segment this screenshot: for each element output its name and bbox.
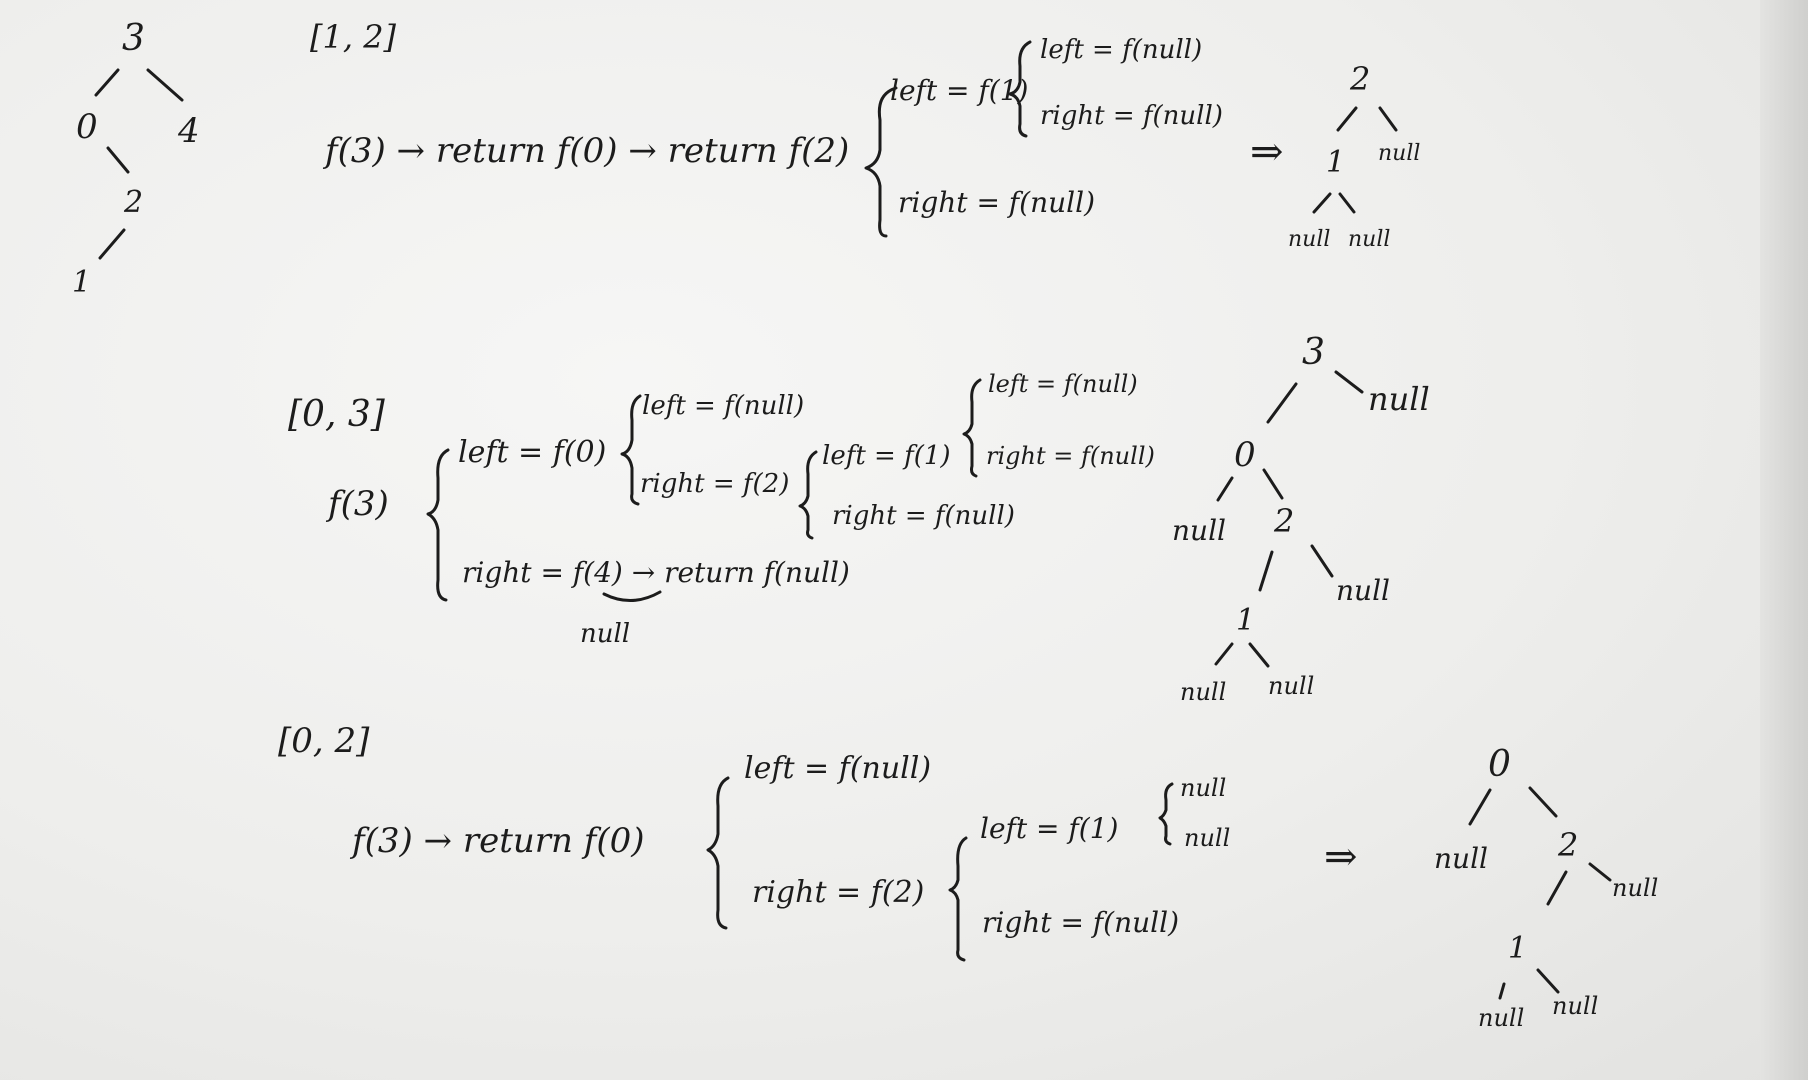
section-2: [0, 3] f(3) left = f(0) right = f(4) → r… bbox=[288, 332, 1430, 706]
right-assignment: right = f(null) bbox=[986, 442, 1155, 470]
range-label: [1, 2] bbox=[310, 18, 397, 56]
tree-node-0: 0 bbox=[76, 107, 98, 147]
tree-edge bbox=[1214, 642, 1234, 666]
tree-node-2: 2 bbox=[1349, 60, 1370, 98]
null-leaf: null bbox=[1172, 514, 1226, 547]
tree-edge bbox=[1378, 106, 1398, 132]
tree-edge bbox=[1266, 382, 1298, 424]
tree-edge bbox=[1336, 106, 1358, 132]
tree-edge bbox=[106, 146, 130, 174]
left-assignment: left = f(null) bbox=[744, 751, 931, 786]
tree-node-3: 3 bbox=[122, 18, 145, 59]
left-assignment: left = f(1) bbox=[822, 441, 951, 471]
brace bbox=[620, 394, 642, 506]
null-leaf: null bbox=[1378, 141, 1420, 166]
left-assignment: left = f(null) bbox=[642, 391, 804, 421]
tree-edge bbox=[1536, 968, 1560, 994]
tree-node-1: 1 bbox=[72, 265, 91, 300]
null-leaf: null bbox=[1336, 574, 1390, 607]
section-1: [1, 2] f(3) → return f(0) → return f(2) … bbox=[310, 18, 1420, 252]
tree-edge bbox=[1588, 862, 1612, 882]
brace bbox=[426, 448, 450, 602]
tree-edge bbox=[1258, 550, 1274, 592]
tree-node-0: 0 bbox=[1488, 744, 1511, 785]
section-3: [0, 2] f(3) → return f(0) left = f(null)… bbox=[278, 721, 1658, 1032]
tree-node-2: 2 bbox=[1557, 826, 1578, 864]
tree-node-2: 2 bbox=[123, 185, 143, 220]
right-assignment: right = f(null) bbox=[832, 501, 1015, 531]
range-label: [0, 2] bbox=[278, 721, 370, 761]
left-assignment: left = f(null) bbox=[988, 370, 1138, 398]
null-leaf: null bbox=[1180, 774, 1226, 802]
tree-edge bbox=[1338, 192, 1356, 214]
null-leaf: null bbox=[1552, 992, 1598, 1020]
tree-edge bbox=[1312, 192, 1332, 214]
null-note: null bbox=[580, 619, 630, 649]
tree-edge bbox=[94, 68, 120, 97]
call-chain: f(3) → return f(0) → return f(2) bbox=[322, 131, 849, 171]
tree-node-3: 3 bbox=[1302, 332, 1325, 373]
result-tree: 2 1 null null null bbox=[1288, 60, 1420, 252]
tree-edge bbox=[1248, 642, 1270, 668]
right-assignment: right = f(2) bbox=[752, 875, 924, 910]
brace bbox=[948, 836, 968, 962]
range-label: [0, 3] bbox=[288, 394, 386, 435]
function-call: f(3) bbox=[325, 484, 389, 524]
tree-node-0: 0 bbox=[1234, 435, 1256, 475]
implies-arrow: ⇒ bbox=[1250, 129, 1284, 175]
arrow-curve bbox=[602, 590, 662, 602]
right-assignment: right = f(4) → return f(null) bbox=[462, 556, 850, 589]
sub-right-assignment: right = f(null) bbox=[1040, 101, 1223, 131]
left-assignment: left = f(1) bbox=[980, 812, 1118, 845]
null-leaf: null bbox=[1180, 678, 1226, 706]
left-assignment: left = f(1) bbox=[890, 74, 1028, 107]
implies-arrow: ⇒ bbox=[1324, 834, 1358, 880]
tree-edge bbox=[1262, 468, 1284, 500]
right-assignment: right = f(2) bbox=[640, 469, 789, 499]
result-tree: 3 null 0 null 2 null 1 null null bbox=[1172, 332, 1430, 706]
right-assignment: right = f(null) bbox=[982, 906, 1179, 939]
brace bbox=[864, 86, 898, 238]
tree-edge bbox=[1468, 788, 1492, 826]
tree-node-4: 4 bbox=[177, 111, 200, 151]
left-assignment: left = f(0) bbox=[458, 435, 606, 470]
tree-edge bbox=[1334, 370, 1364, 394]
null-leaf: null bbox=[1348, 227, 1390, 252]
brace bbox=[962, 378, 982, 478]
null-leaf: null bbox=[1288, 227, 1330, 252]
tree-node-1: 1 bbox=[1326, 145, 1345, 180]
call-chain: f(3) → return f(0) bbox=[349, 821, 645, 861]
brace bbox=[1158, 782, 1174, 846]
null-leaf: null bbox=[1612, 874, 1658, 902]
original-tree: 3 0 4 2 1 bbox=[72, 18, 200, 300]
tree-edge bbox=[1216, 476, 1234, 502]
null-leaf: null bbox=[1478, 1004, 1524, 1032]
tree-edge bbox=[1310, 544, 1334, 578]
null-leaf: null bbox=[1368, 380, 1430, 418]
tree-node-1: 1 bbox=[1508, 931, 1527, 966]
brace bbox=[1008, 40, 1032, 138]
right-assignment: right = f(null) bbox=[898, 186, 1095, 219]
tree-edge bbox=[146, 68, 184, 102]
tree-edge bbox=[1546, 870, 1568, 906]
page-edge-shadow bbox=[1760, 0, 1808, 1080]
sub-left-assignment: left = f(null) bbox=[1040, 35, 1202, 65]
tree-edge bbox=[1528, 786, 1558, 818]
brace bbox=[798, 450, 818, 540]
result-tree: 0 null 2 null 1 null null bbox=[1434, 744, 1658, 1032]
null-leaf: null bbox=[1184, 824, 1230, 852]
tree-edge bbox=[1498, 982, 1506, 1000]
tree-node-1: 1 bbox=[1236, 603, 1255, 638]
null-leaf: null bbox=[1268, 672, 1314, 700]
null-leaf: null bbox=[1434, 842, 1488, 875]
brace bbox=[706, 776, 730, 930]
tree-edge bbox=[98, 228, 126, 260]
tree-node-2: 2 bbox=[1273, 502, 1294, 540]
